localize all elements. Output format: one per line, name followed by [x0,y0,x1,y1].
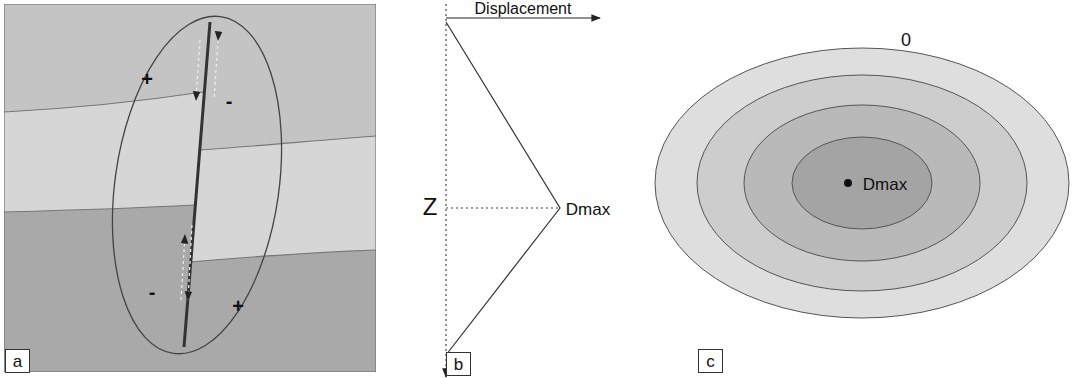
displacement-contours [655,48,1069,318]
axis-label: Displacement [475,1,572,17]
panel-letter-box: b [446,352,471,376]
axis-label: Z [423,195,438,219]
slip-sign: - [149,282,156,302]
fault-block [4,4,376,372]
panel-letter: c [706,353,715,370]
value-label: Dmax [863,176,907,193]
panel-letter-box: c [698,349,723,373]
contour-label: 0 [901,31,911,49]
value-label: Dmax [566,201,610,218]
panel-letter-box: a [5,349,30,373]
panel-letter: a [13,353,22,370]
panel-letter: b [454,356,463,373]
slip-sign: + [232,296,244,316]
slip-sign: + [141,69,153,89]
slip-sign: - [226,91,233,111]
